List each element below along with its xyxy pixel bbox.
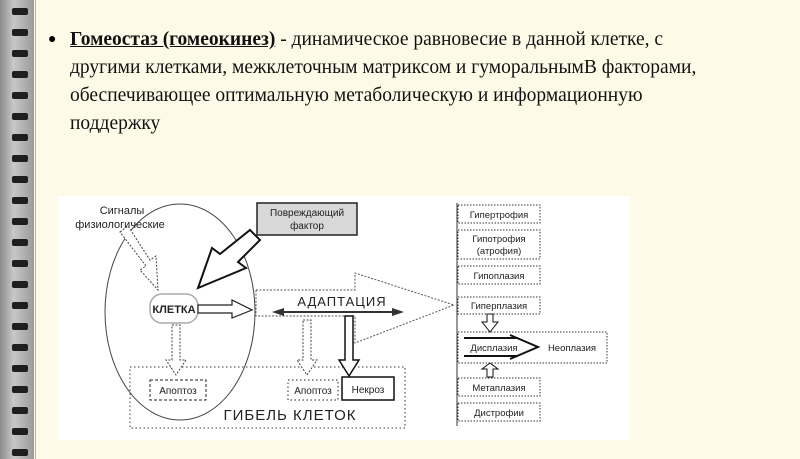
hypotrophy-box (457, 229, 541, 260)
signals-label-2: физиологические (75, 219, 165, 231)
necrosis-label: Некроз (352, 385, 385, 396)
apoptosis-label-2: Апоптоз (294, 386, 332, 397)
arrow-right-icon (392, 308, 404, 316)
adaptation-arrow-icon (255, 272, 456, 344)
apoptosis-arrow-2-icon (296, 319, 318, 376)
signals-arrow-icon (119, 225, 159, 292)
hypoplasia-label: Гипоплазия (473, 271, 524, 282)
hypotrophy-label: Гипотрофия (472, 234, 525, 245)
apoptosis-label-1: Апоптоз (159, 386, 197, 397)
damage-arrow-icon (196, 228, 262, 290)
metaplasia-to-dysplasia-arrow-icon (480, 362, 500, 378)
damage-label-2: фактор (290, 220, 324, 232)
ring-icon (12, 365, 28, 372)
cell-label: КЛЕТКА (152, 304, 195, 316)
cell-ellipse (104, 203, 256, 421)
dystrophy-box (457, 402, 541, 422)
ring-icon (12, 155, 28, 162)
term: Гомеостаз (гомеокинез) (70, 29, 276, 50)
ring-icon (12, 71, 28, 78)
hyperplasia-label: Гиперплазия (471, 301, 527, 312)
ring-icon (12, 281, 28, 288)
cell-death-box (129, 366, 406, 429)
necrosis-arrow-icon (337, 315, 361, 378)
bullet-icon: ● (48, 32, 57, 47)
cell-to-adaptation-arrow-icon (197, 299, 254, 319)
apoptosis-arrow-icon (165, 324, 187, 376)
necrosis-box (341, 376, 395, 401)
ring-icon (12, 260, 28, 267)
ring-icon (12, 29, 28, 36)
definition-paragraph: Гомеостаз (гомеокинез) - динамическое ра… (70, 26, 710, 138)
ring-icon (12, 50, 28, 57)
hypertrophy-box (457, 204, 541, 224)
ring-icon (12, 218, 28, 225)
neoplasia-label: Неоплазия (548, 343, 596, 354)
definition-text: - динамическое равновесие в данной клетк… (70, 29, 697, 134)
ring-icon (12, 428, 28, 435)
ring-icon (12, 386, 28, 393)
damage-box (256, 202, 358, 236)
hypoplasia-box (457, 265, 541, 285)
metaplasia-box (457, 377, 541, 397)
ring-icon (12, 407, 28, 414)
apoptosis-box-2 (287, 379, 339, 401)
hypotrophy-label-2: (атрофия) (477, 246, 522, 257)
damage-label: Повреждающий (270, 208, 344, 219)
apoptosis-box-1 (149, 379, 207, 401)
ring-icon (12, 323, 28, 330)
neoplasia-arrow-icon (509, 334, 541, 360)
cell-death-label: ГИБЕЛЬ КЛЕТОК (223, 407, 356, 424)
ring-icon (12, 197, 28, 204)
ring-icon (12, 8, 28, 15)
ring-icon (12, 239, 28, 246)
dystrophy-label: Дистрофии (474, 408, 524, 419)
ring-icon (12, 134, 28, 141)
ring-icon (12, 113, 28, 120)
hyperplasia-box (457, 296, 541, 315)
ring-icon (12, 92, 28, 99)
metaplasia-label: Метаплазия (472, 383, 525, 394)
dysplasia-label: Дисплазия (470, 343, 517, 354)
hyperplasia-to-dysplasia-arrow-icon (480, 313, 500, 333)
signals-label: Сигналы (100, 205, 145, 217)
arrow-left-icon (272, 308, 284, 316)
adaptation-label: АДАПТАЦИЯ (297, 294, 386, 309)
ring-icon (12, 449, 28, 456)
binder-spiral (0, 0, 34, 459)
ring-icon (12, 344, 28, 351)
hypertrophy-label: Гипертрофия (470, 210, 529, 221)
ring-icon (12, 302, 28, 309)
page-edge (35, 0, 36, 459)
ring-icon (12, 176, 28, 183)
